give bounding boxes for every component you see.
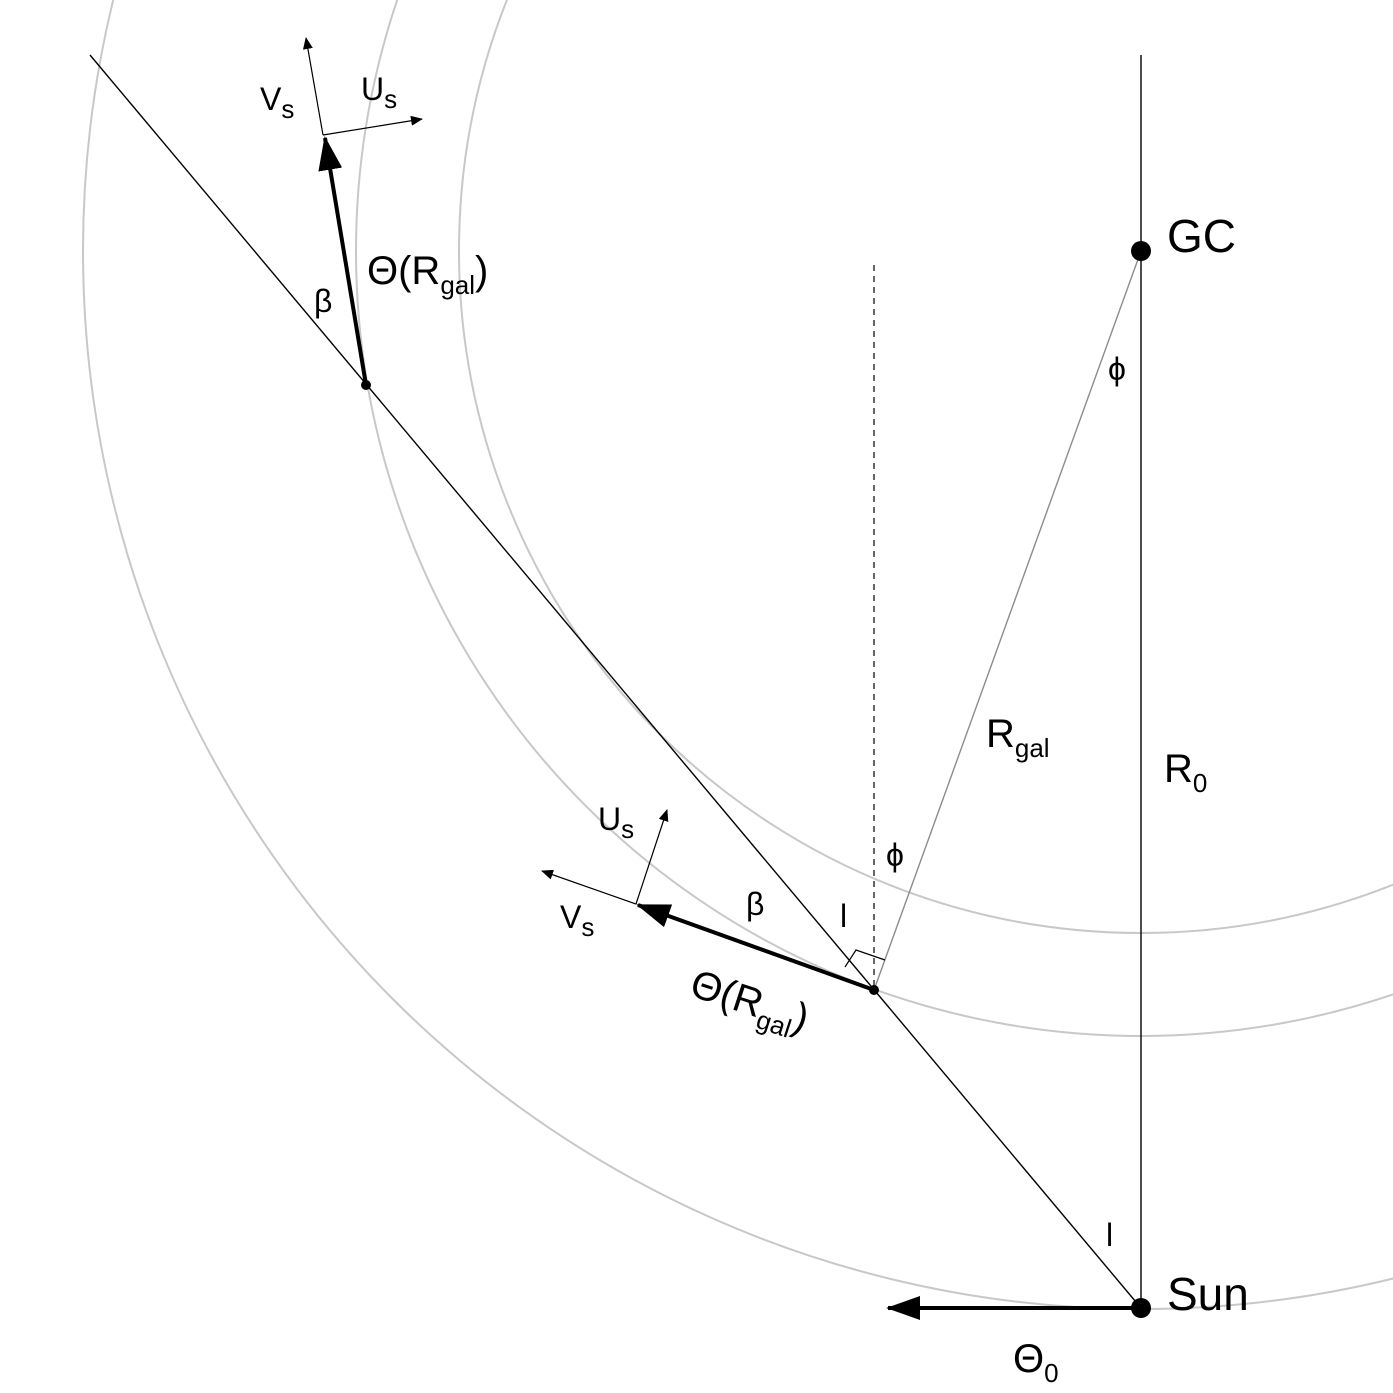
rgal-line [873, 250, 1142, 991]
beta-label-far: β [314, 283, 332, 319]
far-vs-arrow [302, 37, 324, 136]
orbit-outer [82, 0, 1393, 1310]
far-us-arrow [322, 115, 423, 136]
orbit-inner [458, 0, 1393, 934]
near-vs-arrow [541, 869, 637, 905]
gc-label: GC [1167, 210, 1236, 262]
theta0-label: Θ0 [1013, 1337, 1059, 1388]
near-point [869, 985, 879, 995]
phi-label-near: ϕ [886, 837, 904, 873]
beta-label-near: β [746, 886, 764, 922]
vs-far-label: Vs [260, 81, 294, 124]
phi-label-gc: ϕ [1108, 351, 1126, 387]
l-label-near: l [840, 898, 847, 934]
near-theta-arrow [636, 903, 875, 992]
l-label-sun: l [1106, 1217, 1113, 1253]
rgal-label: Rgal [986, 712, 1050, 763]
us-far-label: Us [361, 71, 397, 114]
far-theta-arrow [318, 136, 368, 386]
theta-near-label: Θ(Rgal) [683, 962, 814, 1048]
line-of-sight [89, 54, 1142, 1309]
sun-point [1131, 1298, 1151, 1318]
gc-point [1131, 241, 1151, 261]
us-near-label: Us [598, 801, 634, 844]
near-us-arrow [635, 809, 669, 905]
theta-far-label: Θ(Rgal) [367, 249, 488, 300]
sun-label: Sun [1167, 1268, 1249, 1320]
r0-label: R0 [1164, 747, 1207, 798]
far-point [361, 380, 371, 390]
vs-near-label: Vs [560, 899, 594, 942]
right-angle-marker [844, 949, 886, 968]
